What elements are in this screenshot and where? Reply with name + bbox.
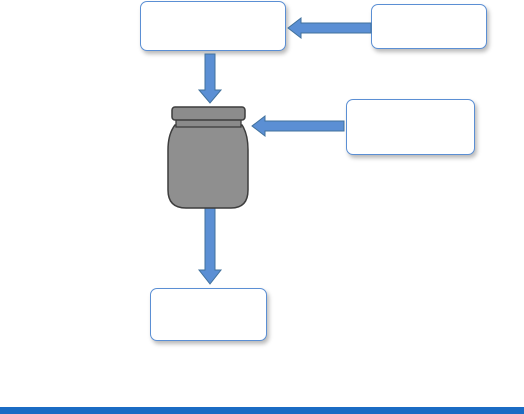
input-box-upper	[371, 4, 487, 49]
arrow-down-lower	[197, 207, 223, 285]
arrow-left-middle	[251, 114, 345, 138]
arrow-left-upper	[287, 16, 372, 40]
arrow-down-upper	[197, 53, 223, 104]
input-box-middle	[346, 99, 475, 155]
process-box-top	[140, 1, 286, 51]
footer-bar	[0, 407, 524, 414]
output-box-bottom	[150, 288, 267, 341]
jar-icon	[167, 106, 249, 209]
